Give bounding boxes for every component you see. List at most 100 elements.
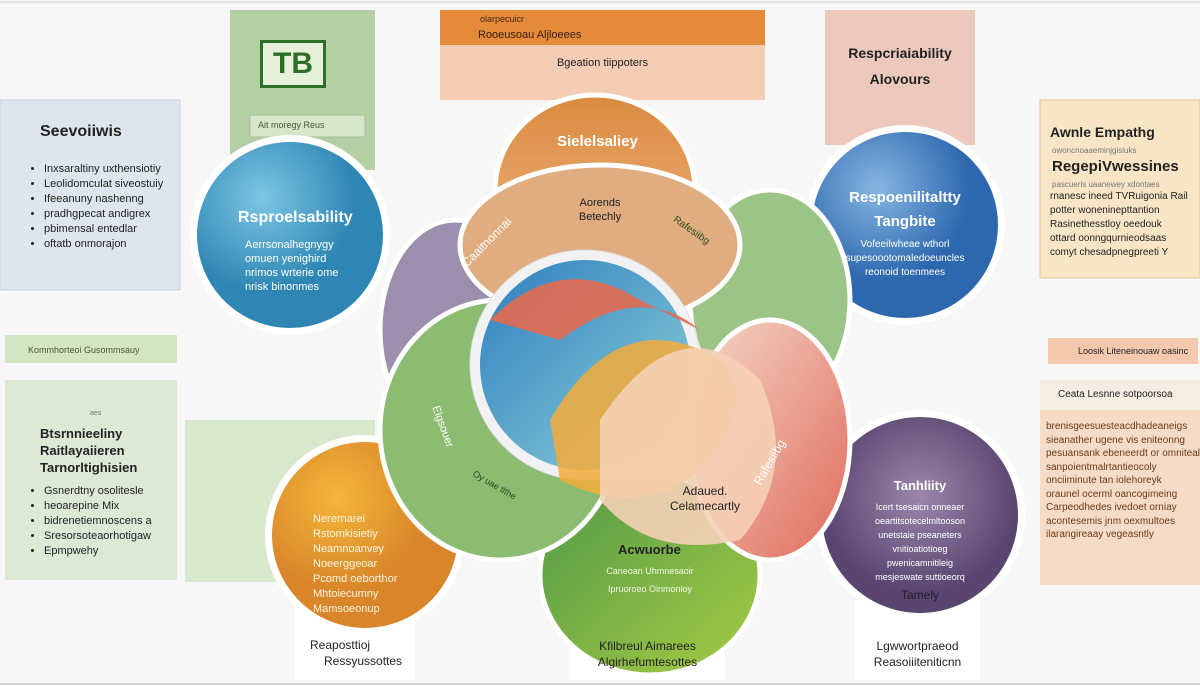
list-item: potter woneninepttantion xyxy=(1050,205,1160,216)
right-box-title: Awnle Empathg xyxy=(1050,124,1155,140)
top-panel-line2: Rooeusoau Aljloeees xyxy=(478,29,582,41)
right-box-list: rnanesc ineed TVRuigonia Rail potter won… xyxy=(1050,190,1188,260)
right-lower-text: brenisgeesuesteacdhadeaneigs sieanather … xyxy=(1046,420,1200,542)
blue-right-title: Respoenilitaltty Tangbite xyxy=(812,186,998,234)
list-item: rnanesc ineed TVRuigonia Rail xyxy=(1050,191,1188,202)
text-line: brenisgeesuesteacdhadeaneigs xyxy=(1046,421,1188,432)
list-item: Gsnerdtny osolitesle xyxy=(44,484,152,499)
top-left-label: Ait moregy Reus xyxy=(258,120,325,130)
list-item: Rasinethesstloy oeedouk xyxy=(1050,219,1162,230)
blue-right-text: Vofeeilwheae wthorl supesoootomaledoeunc… xyxy=(812,238,998,280)
right-label: Loosik Liteneinouaw oasinc xyxy=(1078,346,1189,356)
text-line: onciiminute tan iolehoreyk xyxy=(1046,475,1162,486)
text-line: Nerernarei xyxy=(313,513,365,525)
text-line: ilarangireaay vegeasntly xyxy=(1046,529,1154,540)
title-line: Respoenilitaltty xyxy=(849,189,961,206)
list-item: Epmpwehy xyxy=(44,544,152,559)
blue-circle-right xyxy=(812,132,998,318)
right-box-note: pascueris uaanewey xdontaes xyxy=(1052,180,1160,189)
purple-circle-text: Icert tsesaicn onneaer oeartitsotecelmlt… xyxy=(840,500,1000,584)
list-item: oftatb onmorajon xyxy=(44,237,163,252)
top-inner-label: Aorends Betechly xyxy=(560,197,640,225)
bottom-petal-title: Acwuorbe xyxy=(618,542,681,557)
left-lower-caption: aes xyxy=(90,410,102,417)
label-line: Aorends xyxy=(579,197,621,209)
top-petal-title: Sielelsaliey xyxy=(557,133,638,150)
text-line: Pcomd oeborthor xyxy=(313,573,398,585)
label-line: Algirhefumtesottes xyxy=(597,655,698,669)
list-item: Ifeeanuny nashenng xyxy=(44,192,163,207)
blue-left-title: Rsproelsability xyxy=(238,209,353,226)
text-line: Rstomkisietiy xyxy=(313,528,378,540)
text-line: Aerrsonalhegnygy xyxy=(245,239,334,251)
bottom-petal-text: Caneoan Uhmnesaoir Ipruoroeo Oinmonioy xyxy=(580,562,720,598)
label-line: Kfilbreul Aimarees xyxy=(599,639,696,653)
text-line: nrisk binonmes xyxy=(245,281,319,293)
text-line: pesuansank ebeneerdt or omniteal xyxy=(1046,448,1200,459)
text-line: nrimos wrterie ome xyxy=(245,267,339,279)
left-lower-list: Gsnerdtny osolitesle heoarepine Mix bidr… xyxy=(30,484,152,559)
left-box-list: Inxsaraltiny uxthensiotiy Leolidomculat … xyxy=(30,162,163,252)
text-line: acontesemis jnm oexmultoes xyxy=(1046,515,1175,527)
list-item: pbimensal entedlar xyxy=(44,222,163,237)
text-line: sieanather ugene vis eniteonng xyxy=(1046,434,1185,446)
title-line: Raitlayaiieren xyxy=(40,443,125,458)
bottom-label-left: Reaposttioj Ressyussottes xyxy=(310,637,402,669)
text-line: pwenicamnitileig xyxy=(886,558,954,568)
text-line: Neamnoanvey xyxy=(313,543,384,555)
label-line: Celamecartly xyxy=(669,499,741,513)
title-line: Btsrnnieeliny xyxy=(40,426,123,441)
top-panel-line1: olarpecuicr xyxy=(480,14,525,24)
text-line: reonoid toenmees xyxy=(864,267,946,278)
list-item: Leolidomculat siveostuiy xyxy=(44,177,163,192)
text-line: Ipruoroeo Oinmonioy xyxy=(607,584,693,594)
right-box-subtitle: owoncnoaaeminjgisiuks xyxy=(1052,146,1137,155)
right-box-heading: RegepiVwessines xyxy=(1052,158,1179,175)
title-line: Alovours xyxy=(869,71,931,87)
text-line: vnitioatiotioeg xyxy=(892,544,948,554)
list-item: ottard oonngqurnieodsaas xyxy=(1050,233,1167,244)
label-line: Lgwwortpraeod xyxy=(876,639,959,653)
left-box-title: Seevoiiwis xyxy=(40,123,122,140)
text-line: Mhtoiecumny xyxy=(313,588,379,600)
text-line: oraunel ocerml oancogimeing xyxy=(1046,488,1178,500)
left-lower-title: Btsrnnieeliny Raitlayaiieren Tarnorltigh… xyxy=(40,425,137,476)
list-item: comyt chesadpnegpreeti Y xyxy=(1050,247,1169,258)
text-line: Caneoan Uhmnesaoir xyxy=(606,566,694,576)
label-line: Reasoiiiteniticnn xyxy=(873,655,962,669)
title-line: Tangbite xyxy=(874,213,936,230)
right-lower-header: Ceata Lesnne sotpoorsoa xyxy=(1058,389,1173,400)
list-item: heoarepine Mix xyxy=(44,499,152,514)
text-line: supesoootomaledoeuncles xyxy=(845,253,965,264)
text-line: unetstaie pseaneters xyxy=(878,530,962,540)
purple-circle-footer: Tamely xyxy=(900,588,939,602)
text-line: Noeerggeoar xyxy=(313,558,378,570)
purple-circle-title: Tanhliity xyxy=(893,478,947,493)
list-item: bidrenetiemnoscens a xyxy=(44,514,152,529)
label-line: Betechly xyxy=(578,210,622,223)
title-line: Tarnorltighisien xyxy=(40,460,138,475)
label-line: Reaposttioj xyxy=(310,638,371,652)
text-line: mesjeswate suttioeorq xyxy=(875,572,965,582)
list-item: Inxsaraltiny uxthensiotiy xyxy=(44,162,163,177)
text-line: sanpoientmalrtantieocoly xyxy=(1046,461,1157,473)
title-line: Respcriaiability xyxy=(848,45,952,61)
top-right-title: Respcriaiability Alovours xyxy=(825,40,975,92)
left-label: Kommhorteoi Gusommsauy xyxy=(28,345,140,355)
text-line: oeartitsotecelmltooson xyxy=(874,516,966,526)
text-line: Vofeeilwheae wthorl xyxy=(860,239,950,250)
text-line: Icert tsesaicn onneaer xyxy=(875,502,965,512)
bottom-label-right: Lgwwortpraeod Reasoiiiteniticnn xyxy=(855,638,980,670)
list-item: pradhgpecat andigrex xyxy=(44,207,163,222)
blue-circle-left xyxy=(197,142,383,328)
logo: TB xyxy=(260,40,326,88)
text-line: omuen yenighird xyxy=(245,253,327,265)
label-line: Ressyussottes xyxy=(324,654,403,668)
right-inner-label: Adaued. Celamecartly xyxy=(650,484,760,514)
orange-circle-text: Nerernarei Rstomkisietiy Neamnoanvey Noe… xyxy=(313,512,397,617)
blue-left-text: Aerrsonalhegnygy omuen yenighird nrimos … xyxy=(245,238,339,294)
top-panel-line3: Bgeation tiippoters xyxy=(556,57,649,69)
purple-circle xyxy=(822,417,1018,613)
list-item: Sresorsoteaorhotigaw xyxy=(44,529,152,544)
